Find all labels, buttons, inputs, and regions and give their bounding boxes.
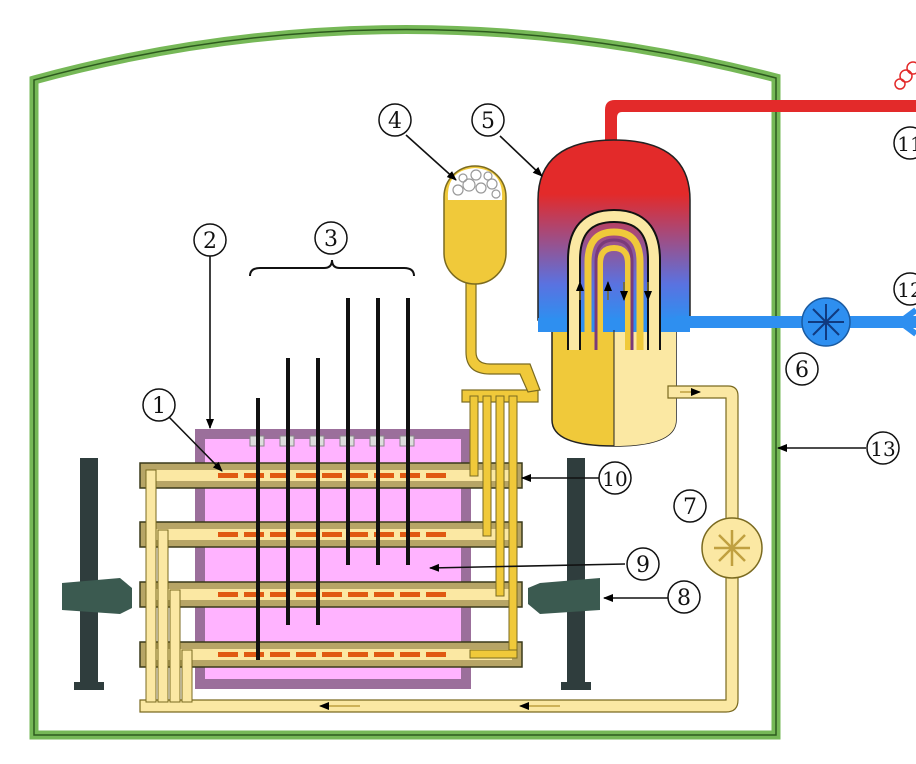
feedwater-line bbox=[676, 297, 916, 347]
label-3: 3 bbox=[324, 227, 338, 252]
pressurizer bbox=[443, 165, 541, 393]
control-rods bbox=[256, 298, 410, 660]
label-13: 13 bbox=[870, 437, 895, 461]
label-6: 6 bbox=[795, 358, 809, 383]
riser-pipes bbox=[461, 389, 539, 659]
downcomer-line bbox=[139, 385, 739, 713]
label-5: 5 bbox=[481, 109, 495, 134]
label-8: 8 bbox=[677, 586, 691, 611]
steam-puff bbox=[894, 61, 916, 90]
label-11: 11 bbox=[897, 132, 916, 156]
label-12: 12 bbox=[897, 278, 916, 302]
main-circulation-pump bbox=[701, 517, 763, 579]
reactor-supports bbox=[62, 458, 600, 690]
containment-outline bbox=[33, 28, 777, 736]
label-2: 2 bbox=[203, 229, 217, 254]
steam-line bbox=[605, 100, 916, 152]
label-7: 7 bbox=[683, 495, 697, 520]
label-4: 4 bbox=[388, 109, 402, 134]
label-1: 1 bbox=[152, 394, 166, 419]
control-rod-brace bbox=[249, 259, 415, 277]
label-circles bbox=[142, 103, 916, 614]
leader-lines bbox=[166, 134, 866, 602]
label-9: 9 bbox=[636, 553, 650, 578]
label-10: 10 bbox=[602, 467, 627, 491]
steam-separator bbox=[537, 139, 691, 447]
